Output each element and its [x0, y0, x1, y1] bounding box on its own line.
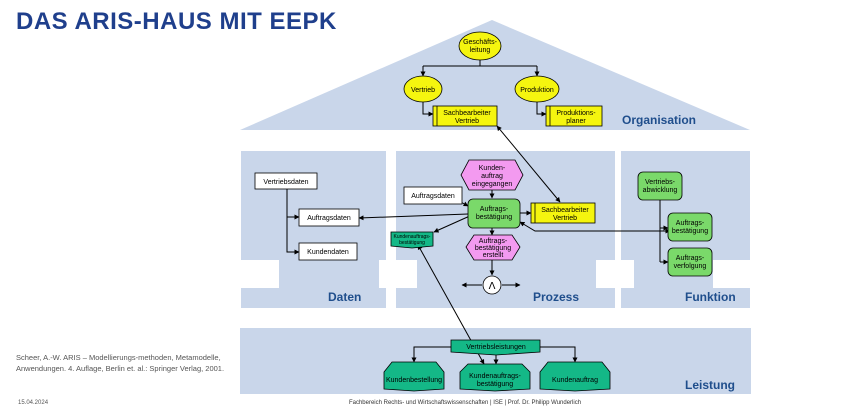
- role-sachbearbeiter-vertrieb-prozess-label-2: Vertrieb: [553, 215, 577, 222]
- house-roof: [240, 20, 750, 130]
- function-vertriebsabwicklung-label-2: abwicklung: [643, 187, 678, 194]
- event-erstellt-label-3: erstellt: [483, 252, 504, 259]
- function-auftragsbestaetigung-prozess: Auftrags- bestätigung: [467, 198, 521, 229]
- event-auftragsbestaetigung-erstellt: Auftrags- bestätigung erstellt: [465, 234, 521, 261]
- citation: Scheer, A.-W. ARIS – Modellierungs-metho…: [16, 353, 225, 373]
- house-window: [241, 260, 279, 288]
- function-vertriebsabwicklung-label-1: Vertriebs-: [645, 179, 676, 186]
- page-title: DAS ARIS-HAUS MIT EEPK: [16, 8, 337, 35]
- org-unit-vertrieb-label: Vertrieb: [411, 87, 435, 94]
- org-unit-geschaeftsleitung-label-1: Geschäfts-: [463, 39, 498, 46]
- output-kundenauftrag: Kundenauftrag: [539, 361, 611, 392]
- section-label-prozess: Prozess: [533, 290, 579, 304]
- org-unit-produktion-label: Produktion: [520, 87, 554, 94]
- house-window: [596, 260, 634, 288]
- output-kundenauftragsbestaetigung-label-1: Kundenauftrags-: [469, 373, 521, 380]
- data-auftragsdaten: Auftragsdaten: [298, 208, 360, 227]
- role-produktionsplaner: Produktions- planer: [545, 105, 603, 127]
- house-window: [713, 260, 751, 288]
- output-kundenauftrag-label: Kundenauftrag: [552, 377, 598, 384]
- output-kundenbestellung-label: Kundenbestellung: [386, 377, 442, 384]
- section-label-funktion: Funktion: [685, 290, 736, 304]
- role-sachbearbeiter-vertrieb-org: Sachbearbeiter Vertrieb: [432, 105, 498, 127]
- role-sachbearbeiter-vertrieb-org-label-1: Sachbearbeiter: [443, 110, 491, 117]
- data-auftragsdaten-prozess: Auftragsdaten: [403, 186, 463, 205]
- data-kundendaten: Kundendaten: [298, 242, 358, 261]
- function-auftragsbestaetigung-label-2: bestätigung: [476, 214, 512, 221]
- org-unit-produktion: Produktion: [514, 75, 560, 103]
- output-vertriebsleistungen-label: Vertriebsleistungen: [466, 344, 526, 351]
- org-unit-geschaeftsleitung-label-2: leitung: [470, 47, 491, 54]
- house-window: [379, 260, 417, 288]
- data-vertriebsdaten-label: Vertriebsdaten: [263, 179, 308, 186]
- data-kundendaten-label: Kundendaten: [307, 249, 349, 256]
- house-gap: [386, 151, 396, 260]
- org-unit-geschaeftsleitung: Geschäfts- leitung: [458, 31, 502, 61]
- section-label-organisation: Organisation: [622, 113, 696, 127]
- role-sachbearbeiter-vertrieb-org-label-2: Vertrieb: [455, 118, 479, 125]
- section-label-leistung: Leistung: [685, 378, 735, 392]
- output-kundenauftragsbestaetigung: Kundenauftrags- bestätigung: [459, 363, 531, 392]
- function-auftragsbestaetigung: Auftrags- bestätigung: [667, 212, 713, 242]
- event-erstellt-label-2: bestätigung: [475, 245, 511, 252]
- data-vertriebsdaten: Vertriebsdaten: [254, 172, 318, 190]
- function-auftragsbestaetigung-f-label-1: Auftrags-: [676, 220, 705, 227]
- section-label-daten: Daten: [328, 290, 361, 304]
- footer-date: 15.04.2024: [18, 400, 49, 406]
- footer-text: Fachbereich Rechts- und Wirtschaftswisse…: [348, 400, 582, 406]
- event-kundenauftrag-eingegangen: Kunden- auftrag eingegangen: [460, 159, 524, 191]
- role-sachbearbeiter-vertrieb-prozess-label-1: Sachbearbeiter: [541, 207, 589, 214]
- function-auftragsverfolgung-label-2: verfolgung: [674, 263, 707, 270]
- house-gap: [615, 151, 621, 260]
- and-operator: Λ: [482, 275, 502, 295]
- event-erstellt-label-1: Auftrags-: [479, 238, 508, 245]
- function-auftragsverfolgung-label-1: Auftrags-: [676, 255, 705, 262]
- and-operator-symbol: Λ: [489, 281, 496, 292]
- data-auftragsdaten-label: Auftragsdaten: [307, 215, 351, 222]
- function-vertriebsabwicklung: Vertriebs- abwicklung: [637, 171, 683, 201]
- role-produktionsplaner-label-2: planer: [566, 118, 586, 125]
- output-kundenauftragsbestaetigung-label-2: bestätigung: [477, 381, 513, 388]
- output-kundenauftragsbestaetigung-small: Kundenauftrags- bestätigung: [390, 231, 434, 249]
- event-kundenauftrag-label-3: eingegangen: [472, 181, 513, 188]
- data-auftragsdaten-prozess-label: Auftragsdaten: [411, 193, 455, 200]
- event-kundenauftrag-label-2: auftrag: [481, 173, 503, 180]
- output-small-label-1: Kundenauftrags-: [394, 234, 431, 240]
- org-unit-vertrieb: Vertrieb: [403, 75, 443, 103]
- output-small-label-2: bestätigung: [399, 240, 425, 246]
- role-sachbearbeiter-vertrieb-prozess: Sachbearbeiter Vertrieb: [530, 202, 596, 224]
- role-produktionsplaner-label-1: Produktions-: [556, 110, 596, 117]
- function-auftragsbestaetigung-f-label-2: bestätigung: [672, 228, 708, 235]
- function-auftragsverfolgung: Auftrags- verfolgung: [667, 247, 713, 277]
- output-kundenbestellung: Kundenbestellung: [383, 361, 445, 392]
- output-vertriebsleistungen: Vertriebsleistungen: [450, 339, 541, 356]
- event-kundenauftrag-label-1: Kunden-: [479, 165, 506, 172]
- function-auftragsbestaetigung-label-1: Auftrags-: [480, 206, 509, 213]
